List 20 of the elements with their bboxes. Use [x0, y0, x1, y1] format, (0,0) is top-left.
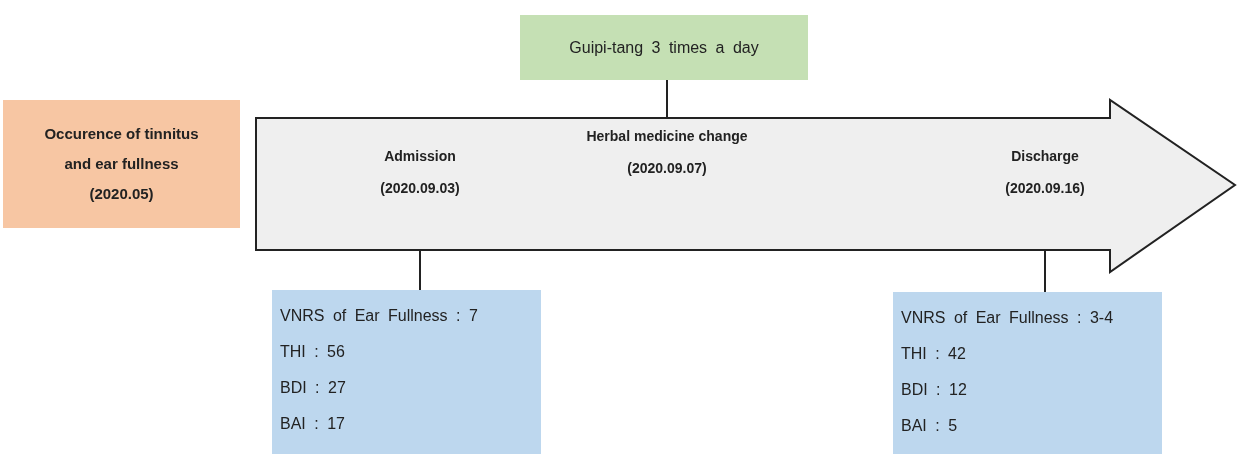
event-label: Herbal medicine change (2020.09.07)	[585, 127, 749, 179]
score-line: BAI : 17	[280, 414, 346, 434]
event-label: Admission (2020.09.03)	[379, 147, 461, 199]
treatment-box	[520, 15, 808, 80]
event-label: Discharge (2020.09.16)	[1004, 147, 1086, 199]
score-line: THI : 42	[901, 344, 967, 364]
score-line: BAI : 5	[901, 416, 959, 436]
treatment-text: Guipi-tang 3 times a day	[569, 38, 759, 57]
score-box	[893, 292, 1162, 454]
onset-text: Occurence of tinnitus and ear fullness (2020.05)	[43, 124, 200, 204]
score-line: BDI : 12	[901, 380, 968, 400]
score-box	[272, 290, 541, 454]
score-line: THI : 56	[280, 342, 346, 362]
connector-line	[419, 249, 421, 291]
connector-line	[1044, 249, 1046, 293]
score-line: BDI : 27	[280, 378, 347, 398]
onset-box	[3, 100, 240, 228]
score-line: VNRS of Ear Fullness : 3-4	[901, 308, 1115, 328]
connector-line	[666, 79, 668, 119]
score-line: VNRS of Ear Fullness : 7	[280, 306, 479, 326]
